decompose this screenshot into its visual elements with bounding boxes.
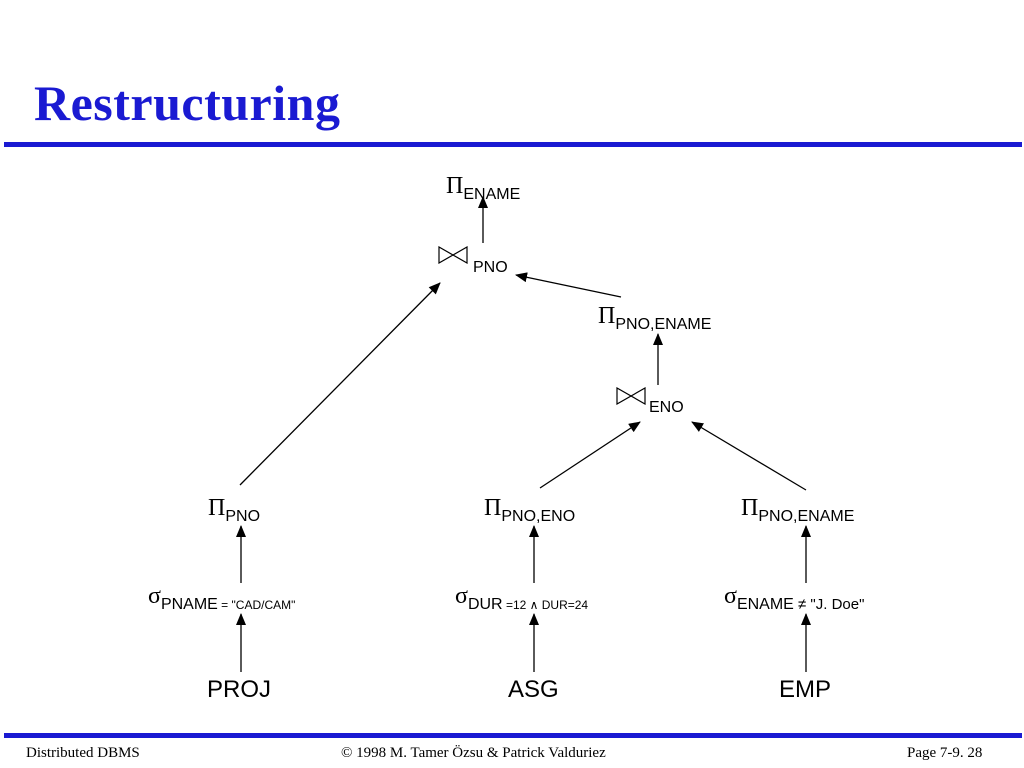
join-pno-label: PNO [473,259,508,276]
selection-symbol: σ [148,583,161,609]
edge-project-pno-eno-to-join-eno [539,421,641,489]
selection-attr: ENAME [736,596,794,613]
projection-pno-eno: ΠPNO,ENO [484,495,575,525]
edge-project-pno-ename-to-join-eno [691,421,807,491]
title-rule [4,142,1022,147]
footer-rule [4,733,1022,738]
selection-attr: PNAME [160,596,218,613]
selection-asg: σDUR =12 ∧ DUR=24 [455,583,588,613]
slide-title: Restructuring [34,75,341,131]
edge-project-mid-to-join-pno [515,272,622,298]
join-icon [616,387,646,405]
selection-emp: σENAME ≠ "J. Doe" [724,583,864,613]
selection-condition: ≠ "J. Doe" [793,596,865,613]
footer-page-number: Page 7-9. 28 [907,745,983,761]
selection-condition: =12 ∧ DUR=24 [502,598,589,612]
projection-attrs: PNO,ENAME [615,316,712,333]
projection-symbol: Π [208,495,226,521]
selection-attr: DUR [467,596,503,613]
join-eno-label: ENO [649,399,684,416]
relation-asg: ASG [508,676,559,703]
projection-attrs: ENAME [463,186,521,203]
edge-project-pno-to-join-pno [239,282,441,486]
relation-proj: PROJ [207,676,272,703]
projection-symbol: Π [598,303,616,329]
projection-pno: ΠPNO [208,495,260,525]
root-projection: ΠENAME [446,173,520,203]
relation-emp: EMP [779,676,832,703]
projection-attrs: PNO,ENAME [758,508,855,525]
projection-pno-ename-mid: ΠPNO,ENAME [598,303,711,333]
projection-symbol: Π [741,495,759,521]
selection-symbol: σ [724,583,737,609]
selection-condition: = "CAD/CAM" [217,598,296,612]
projection-attrs: PNO,ENO [501,508,576,525]
projection-attrs: PNO [225,508,261,525]
projection-symbol: Π [446,173,464,199]
selection-proj: σPNAME = "CAD/CAM" [148,583,295,613]
footer-copyright: © 1998 M. Tamer Özsu & Patrick Valduriez [341,745,606,761]
selection-symbol: σ [455,583,468,609]
projection-symbol: Π [484,495,502,521]
join-icon [438,246,468,264]
projection-pno-ename-right: ΠPNO,ENAME [741,495,854,525]
footer-course: Distributed DBMS [26,745,140,761]
